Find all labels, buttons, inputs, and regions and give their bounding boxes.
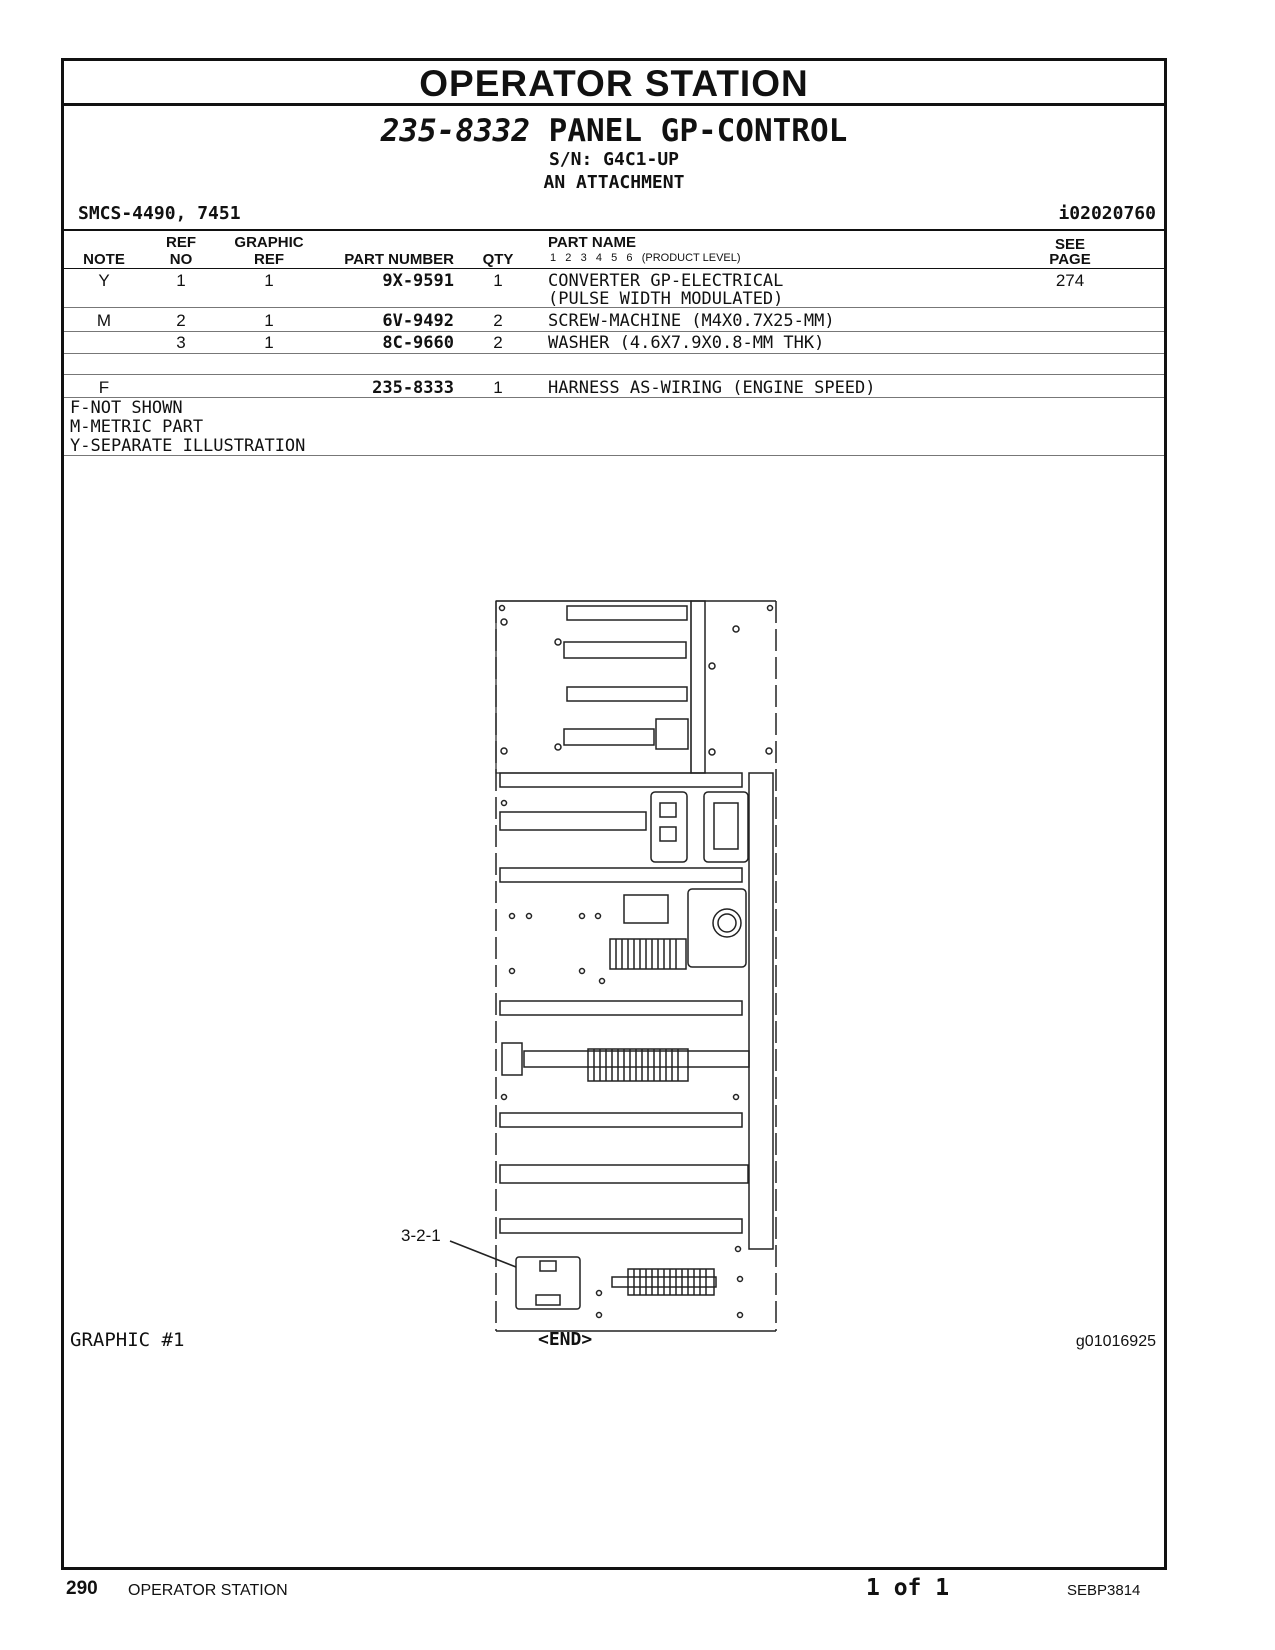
- row-note: Y: [98, 271, 110, 290]
- row-part-name-cont: (PULSE WIDTH MODULATED): [548, 289, 784, 309]
- row-graphic-ref: 1: [264, 333, 274, 352]
- publication-number: SEBP3814: [1067, 1582, 1141, 1599]
- row-ref-no: 1: [176, 271, 186, 290]
- group-number: 235-8332: [380, 113, 530, 149]
- note-m: M-METRIC PART: [70, 417, 204, 437]
- row-qty: 2: [493, 333, 503, 352]
- end-marker: <END>: [538, 1329, 593, 1350]
- header-rule: [64, 268, 1164, 269]
- row-part-number: 8C-9660: [382, 333, 454, 353]
- row-graphic-ref: 1: [264, 271, 274, 290]
- row-part-name: WASHER (4.6X7.9X0.8-MM THK): [548, 333, 825, 353]
- row-rule: [64, 353, 1164, 354]
- header-graphic-ref-2: REF: [254, 251, 284, 268]
- smcs-code: SMCS-4490, 7451: [78, 203, 241, 224]
- page-number: 290: [66, 1578, 98, 1599]
- header-see-page-2: PAGE: [1049, 251, 1091, 268]
- row-note: F: [98, 378, 110, 397]
- group-name: PANEL GP-CONTROL: [548, 113, 848, 149]
- row-see-page: 274: [1055, 271, 1085, 290]
- callout-label: 3-2-1: [401, 1226, 441, 1245]
- header-part-number: PART NUMBER: [344, 251, 454, 268]
- panel-illustration: 3-2-1: [401, 600, 777, 1332]
- notes-legend: F-NOT SHOWN M-METRIC PART Y-SEPARATE ILL…: [70, 399, 305, 456]
- row-rule: [64, 307, 1164, 308]
- note-f: F-NOT SHOWN: [70, 398, 183, 418]
- row-part-name: CONVERTER GP-ELECTRICAL: [548, 271, 784, 291]
- serial-number: S/N: G4C1-UP: [548, 149, 680, 170]
- header-product-level: 1 2 3 4 5 6 (PRODUCT LEVEL): [550, 252, 741, 264]
- row-qty: 2: [493, 311, 503, 330]
- note-y: Y-SEPARATE ILLUSTRATION: [70, 436, 306, 456]
- row-part-number: 9X-9591: [382, 271, 454, 291]
- row-part-name: SCREW-MACHINE (M4X0.7X25-MM): [548, 311, 835, 331]
- document-id: i02020760: [1058, 203, 1156, 224]
- header-qty: QTY: [482, 251, 514, 268]
- row-ref-no: 2: [176, 311, 186, 330]
- notes-rule: [64, 455, 1164, 456]
- header-ref-no-2: NO: [169, 251, 193, 268]
- graphic-id: g01016925: [1075, 1333, 1156, 1350]
- row-rule: [64, 374, 1164, 375]
- graphic-label: GRAPHIC #1: [70, 1329, 185, 1351]
- page-of: 1 of 1: [866, 1575, 950, 1601]
- page-frame: OPERATOR STATION 235-8332 PANEL GP-CONTR…: [61, 58, 1167, 1570]
- header-note: NOTE: [83, 251, 125, 268]
- group-type: AN ATTACHMENT: [543, 172, 685, 193]
- row-rule: [64, 331, 1164, 332]
- header-graphic-ref-1: GRAPHIC: [234, 234, 304, 251]
- row-qty: 1: [493, 271, 503, 290]
- table-top-rule: [64, 229, 1164, 231]
- group-heading: 235-8332 PANEL GP-CONTROL: [64, 113, 1164, 149]
- row-graphic-ref: 1: [264, 311, 274, 330]
- header-see-page-1: SEE: [1054, 236, 1085, 253]
- row-note: M: [96, 311, 112, 330]
- row-part-name: HARNESS AS-WIRING (ENGINE SPEED): [548, 378, 876, 398]
- footer-section: OPERATOR STATION: [128, 1582, 288, 1599]
- header-ref-no-1: REF: [166, 234, 196, 251]
- row-rule: [64, 397, 1164, 398]
- row-ref-no: 3: [176, 333, 186, 352]
- row-qty: 1: [493, 378, 503, 397]
- page-title: OPERATOR STATION: [64, 61, 1164, 106]
- header-part-name: PART NAME: [548, 234, 637, 251]
- row-part-number: 235-8333: [372, 378, 454, 398]
- row-part-number: 6V-9492: [382, 311, 454, 331]
